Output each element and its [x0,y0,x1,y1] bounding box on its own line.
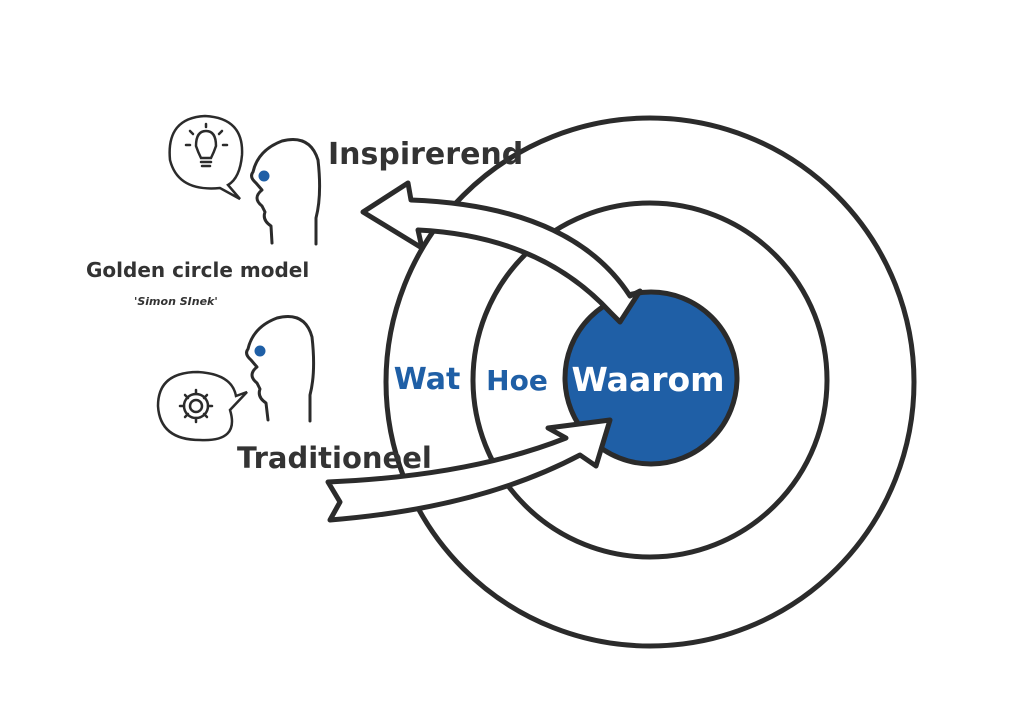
model-author: 'Simon SInek' [134,295,218,308]
inspiring-label: Inspirerend [328,137,523,172]
head-icon [250,138,322,246]
traditional-arrow [325,417,613,523]
model-title: Golden circle model [86,258,309,282]
gear-icon [156,370,248,442]
lightbulb-icon [168,114,244,201]
ring-label-hoe: Hoe [486,364,548,397]
ring-label-waarom: Waarom [571,360,724,399]
traditional-label: Traditioneel [237,441,432,475]
inspiring-arrow [360,180,643,325]
head-icon [245,315,316,423]
ring-label-wat: Wat [394,362,461,397]
